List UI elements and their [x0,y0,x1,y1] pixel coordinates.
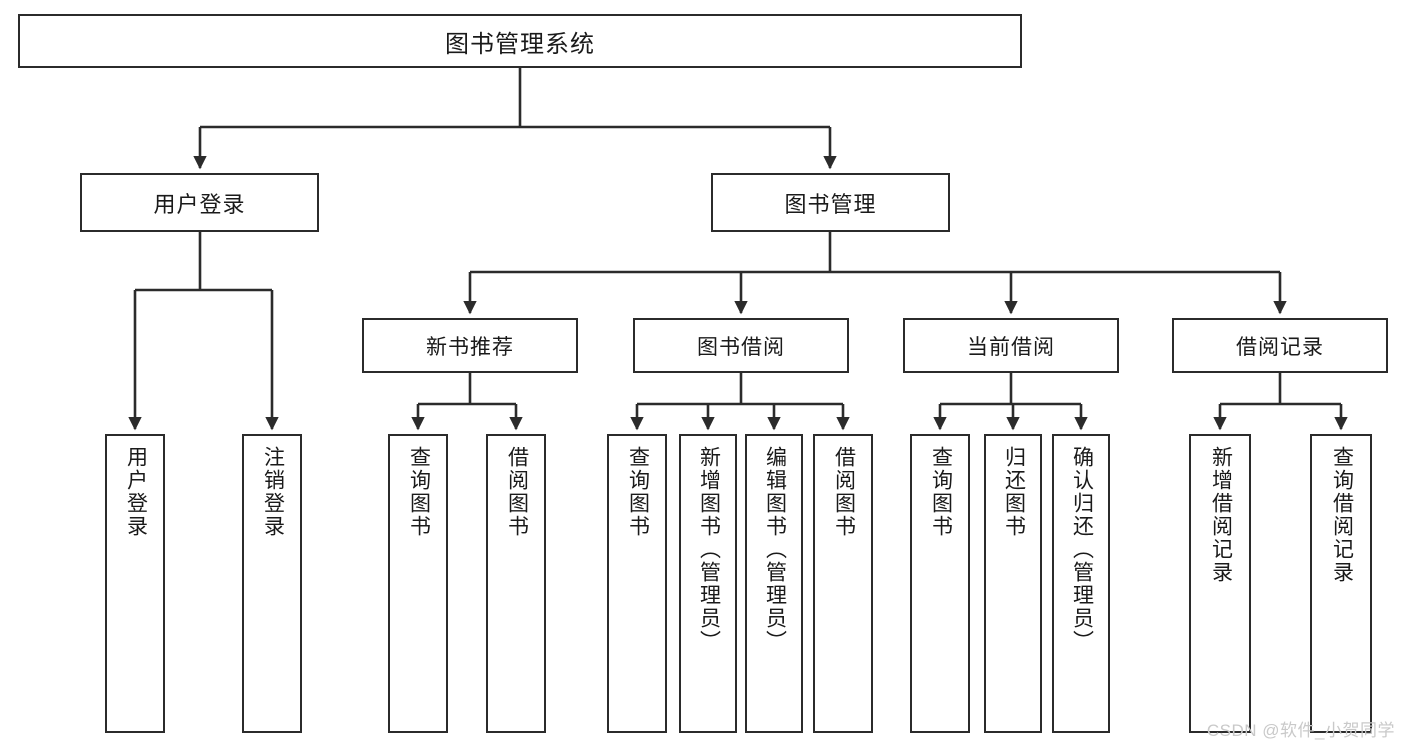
leaf-label: 查询图书 [626,446,650,538]
node-new-book-recommend[interactable]: 新书推荐 [362,318,578,373]
leaf-label: 新增借阅记录 [1209,446,1233,584]
node-current-borrow[interactable]: 当前借阅 [903,318,1119,373]
node-leaf[interactable]: 新增借阅记录 [1189,434,1251,733]
node-leaf[interactable]: 用户登录 [105,434,165,733]
leaf-label: 查询图书 [929,446,953,538]
node-leaf[interactable]: 注销登录 [242,434,302,733]
node-leaf[interactable]: 借阅图书 [486,434,546,733]
leaf-label: 新增图书（管理员） [697,446,721,653]
node-borrow-record[interactable]: 借阅记录 [1172,318,1388,373]
node-leaf[interactable]: 归还图书 [984,434,1042,733]
leaf-label: 归还图书 [1002,446,1026,538]
leaf-label: 编辑图书（管理员） [763,446,787,653]
node-book-borrow[interactable]: 图书借阅 [633,318,849,373]
leaf-label: 查询借阅记录 [1330,446,1354,584]
node-leaf[interactable]: 查询图书 [388,434,448,733]
node-leaf[interactable]: 查询图书 [607,434,667,733]
node-leaf[interactable]: 查询图书 [910,434,970,733]
leaf-label: 借阅图书 [832,446,856,538]
node-leaf[interactable]: 新增图书（管理员） [679,434,737,733]
csdn-watermark: CSDN @软件_小贺同学 [1206,721,1395,740]
leaf-label: 确认归还（管理员） [1070,446,1094,653]
node-book-management[interactable]: 图书管理 [711,173,950,232]
leaf-label: 注销登录 [261,446,285,538]
node-leaf[interactable]: 编辑图书（管理员） [745,434,803,733]
node-leaf[interactable]: 确认归还（管理员） [1052,434,1110,733]
node-leaf[interactable]: 借阅图书 [813,434,873,733]
leaf-label: 用户登录 [124,446,148,538]
node-user-login[interactable]: 用户登录 [80,173,319,232]
leaf-label: 借阅图书 [505,446,529,538]
leaf-label: 查询图书 [407,446,431,538]
node-leaf[interactable]: 查询借阅记录 [1310,434,1372,733]
node-root-system[interactable]: 图书管理系统 [18,14,1022,68]
